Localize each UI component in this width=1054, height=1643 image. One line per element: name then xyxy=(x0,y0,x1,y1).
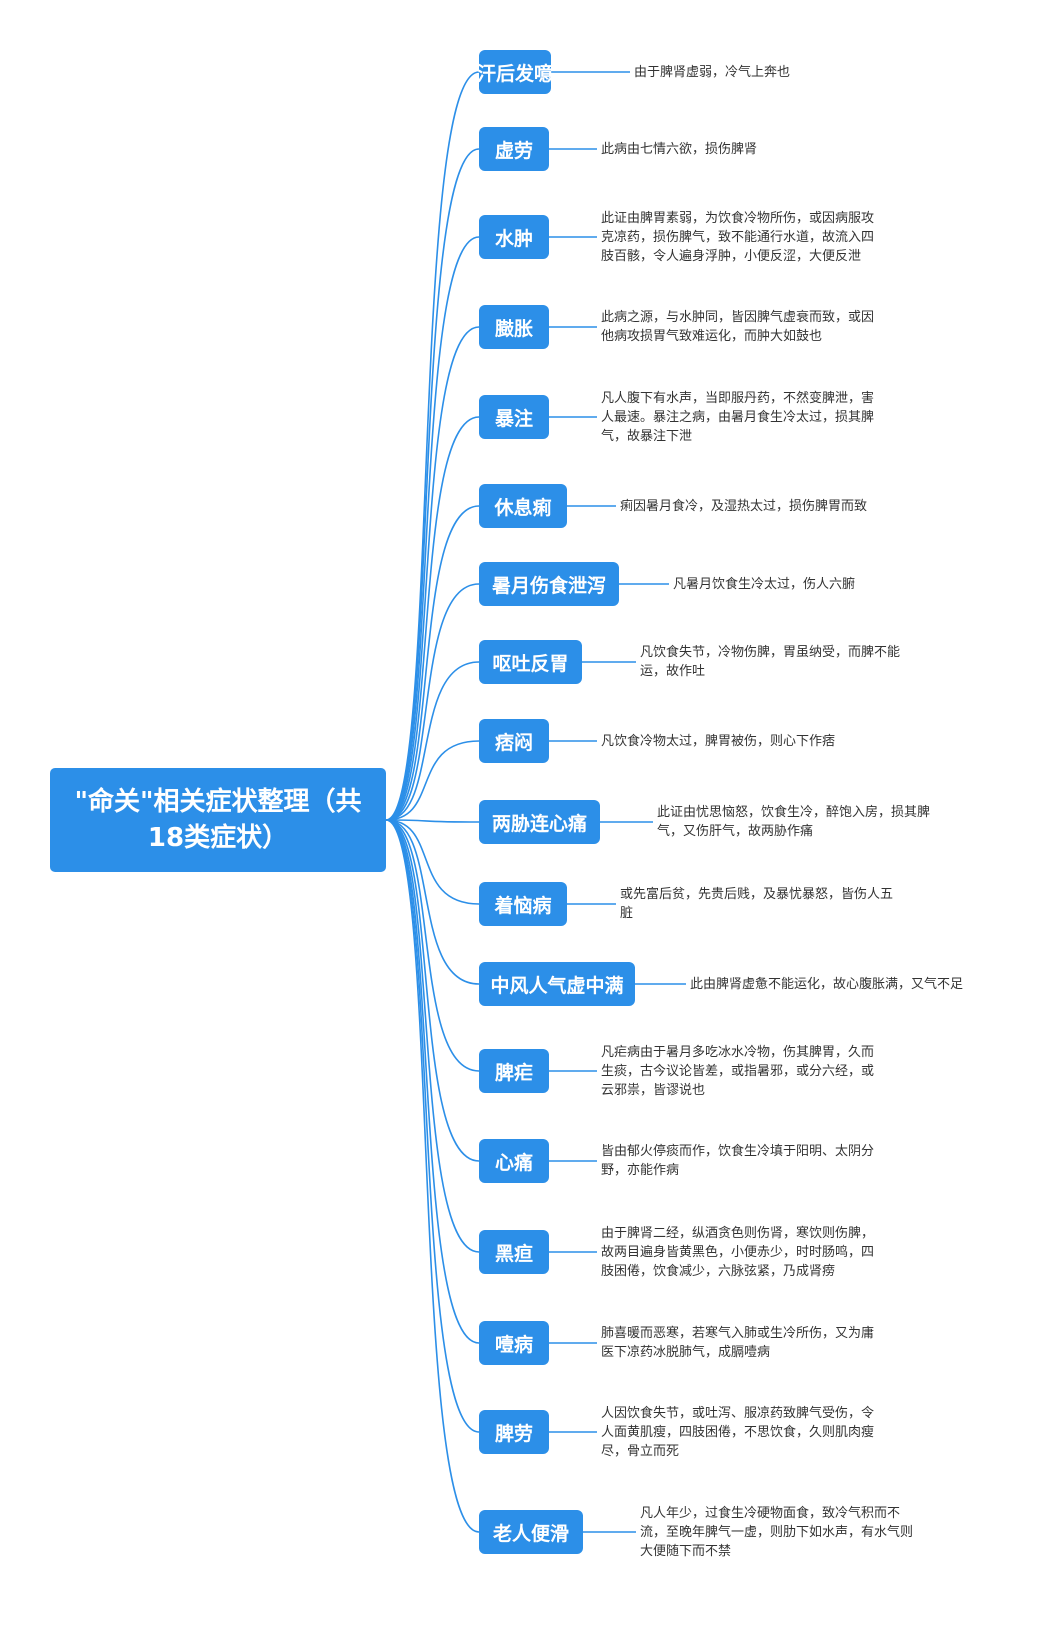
branch-description: 皆由郁火停痰而作，饮食生冷填于阳明、太阴分 野，亦能作病 xyxy=(601,1144,875,1178)
branch-link xyxy=(385,71,480,821)
branch-link xyxy=(385,819,480,985)
branch-link xyxy=(385,819,480,1253)
branch-node[interactable]: 汗后发噫 xyxy=(477,50,553,94)
branch-node[interactable]: 暑月伤食泄泻 xyxy=(479,562,619,606)
branch-description: 凡疟病由于暑月多吃冰水冷物，伤其脾胃，久而 生痰，古今议论皆差，或指暑邪，或分六… xyxy=(601,1044,875,1098)
branch-node[interactable]: 虚劳 xyxy=(479,127,549,171)
branch-link xyxy=(385,819,480,823)
branch-description: 痢因暑月食冷，及湿热太过，损伤脾胃而致 xyxy=(620,498,868,514)
branch-description: 凡饮食失节，冷物伤脾，胃虽纳受，而脾不能 运，故作吐 xyxy=(640,645,901,679)
root-node[interactable]: "命关"相关症状整理（共18类症状） xyxy=(50,768,386,872)
branch-description: 此病之源，与水肿同，皆因脾气虚衰而致，或因 他病攻损胃气致难运化，而肿大如鼓也 xyxy=(601,310,875,344)
branch-node[interactable]: 两胁连心痛 xyxy=(479,800,600,844)
branch-link xyxy=(385,583,480,821)
branch-node[interactable]: 水肿 xyxy=(479,215,549,259)
branch-description: 人因饮食失节，或吐泻、服凉药致脾气受伤，令 人面黄肌瘦，四肢困倦，不思饮食，久则… xyxy=(601,1405,875,1459)
branch-node[interactable]: 脾劳 xyxy=(479,1410,549,1454)
branch-link xyxy=(385,236,480,821)
branch-link xyxy=(385,148,480,821)
branch-node[interactable]: 痞闷 xyxy=(479,719,549,763)
branch-node[interactable]: 休息痢 xyxy=(479,484,567,528)
branch-description: 由于脾肾虚弱，冷气上奔也 xyxy=(634,64,791,80)
branch-node[interactable]: 臌胀 xyxy=(479,305,549,349)
branch-description: 由于脾肾二经，纵酒贪色则伤肾，寒饮则伤脾， 故两目遍身皆黄黑色，小便赤少，时时肠… xyxy=(601,1225,875,1279)
branch-node[interactable]: 老人便滑 xyxy=(479,1510,583,1554)
branch-description: 或先富后贫，先贵后贱，及暴忧暴怒，皆伤人五 脏 xyxy=(620,887,894,921)
branch-description: 凡人年少，过食生冷硬物面食，致冷气积而不 流，至晚年脾气一虚，则肋下如水声，有水… xyxy=(640,1505,914,1559)
branch-node[interactable]: 暴注 xyxy=(479,395,549,439)
branch-link xyxy=(385,819,480,1533)
branch-link xyxy=(385,819,480,905)
branch-node[interactable]: 心痛 xyxy=(479,1139,549,1183)
branch-node[interactable]: 噎病 xyxy=(479,1321,549,1365)
branch-description: 凡暑月饮食生冷太过，伤人六腑 xyxy=(673,576,856,592)
branch-link xyxy=(385,819,480,1344)
branch-node[interactable]: 黑疸 xyxy=(479,1230,549,1274)
branch-node[interactable]: 着恼病 xyxy=(479,882,567,926)
branch-description: 此证由忧思恼怒，饮食生冷，醉饱入房，损其脾 气，又伤肝气，故两胁作痛 xyxy=(657,805,931,839)
branch-link xyxy=(385,819,480,1433)
branch-link xyxy=(385,819,480,1162)
branch-description: 此证由脾胃素弱，为饮食冷物所伤，或因病服攻 克凉药，损伤脾气，致不能通行水道，故… xyxy=(601,210,875,264)
branch-link xyxy=(385,661,480,821)
branch-link xyxy=(385,326,480,821)
branch-link xyxy=(385,416,480,821)
branch-link xyxy=(385,740,480,821)
branch-node[interactable]: 脾疟 xyxy=(479,1049,549,1093)
branch-description: 此由脾肾虚惫不能运化，故心腹胀满，又气不足 xyxy=(690,976,964,992)
branch-description: 肺喜暖而恶寒，若寒气入肺或生冷所伤，又为庸 医下凉药冰脱肺气，成膈噎病 xyxy=(601,1326,875,1360)
branch-description: 凡人腹下有水声，当即服丹药，不然变脾泄，害 人最速。暴注之病，由暑月食生冷太过，… xyxy=(601,390,875,444)
branch-node[interactable]: 中风人气虚中满 xyxy=(479,962,635,1006)
branch-link xyxy=(385,819,480,1072)
branch-description: 凡饮食冷物太过，脾胃被伤，则心下作痞 xyxy=(601,733,836,749)
branch-node[interactable]: 呕吐反胃 xyxy=(479,640,582,684)
branch-link xyxy=(385,505,480,821)
branch-description: 此病由七情六欲，损伤脾肾 xyxy=(601,141,758,157)
